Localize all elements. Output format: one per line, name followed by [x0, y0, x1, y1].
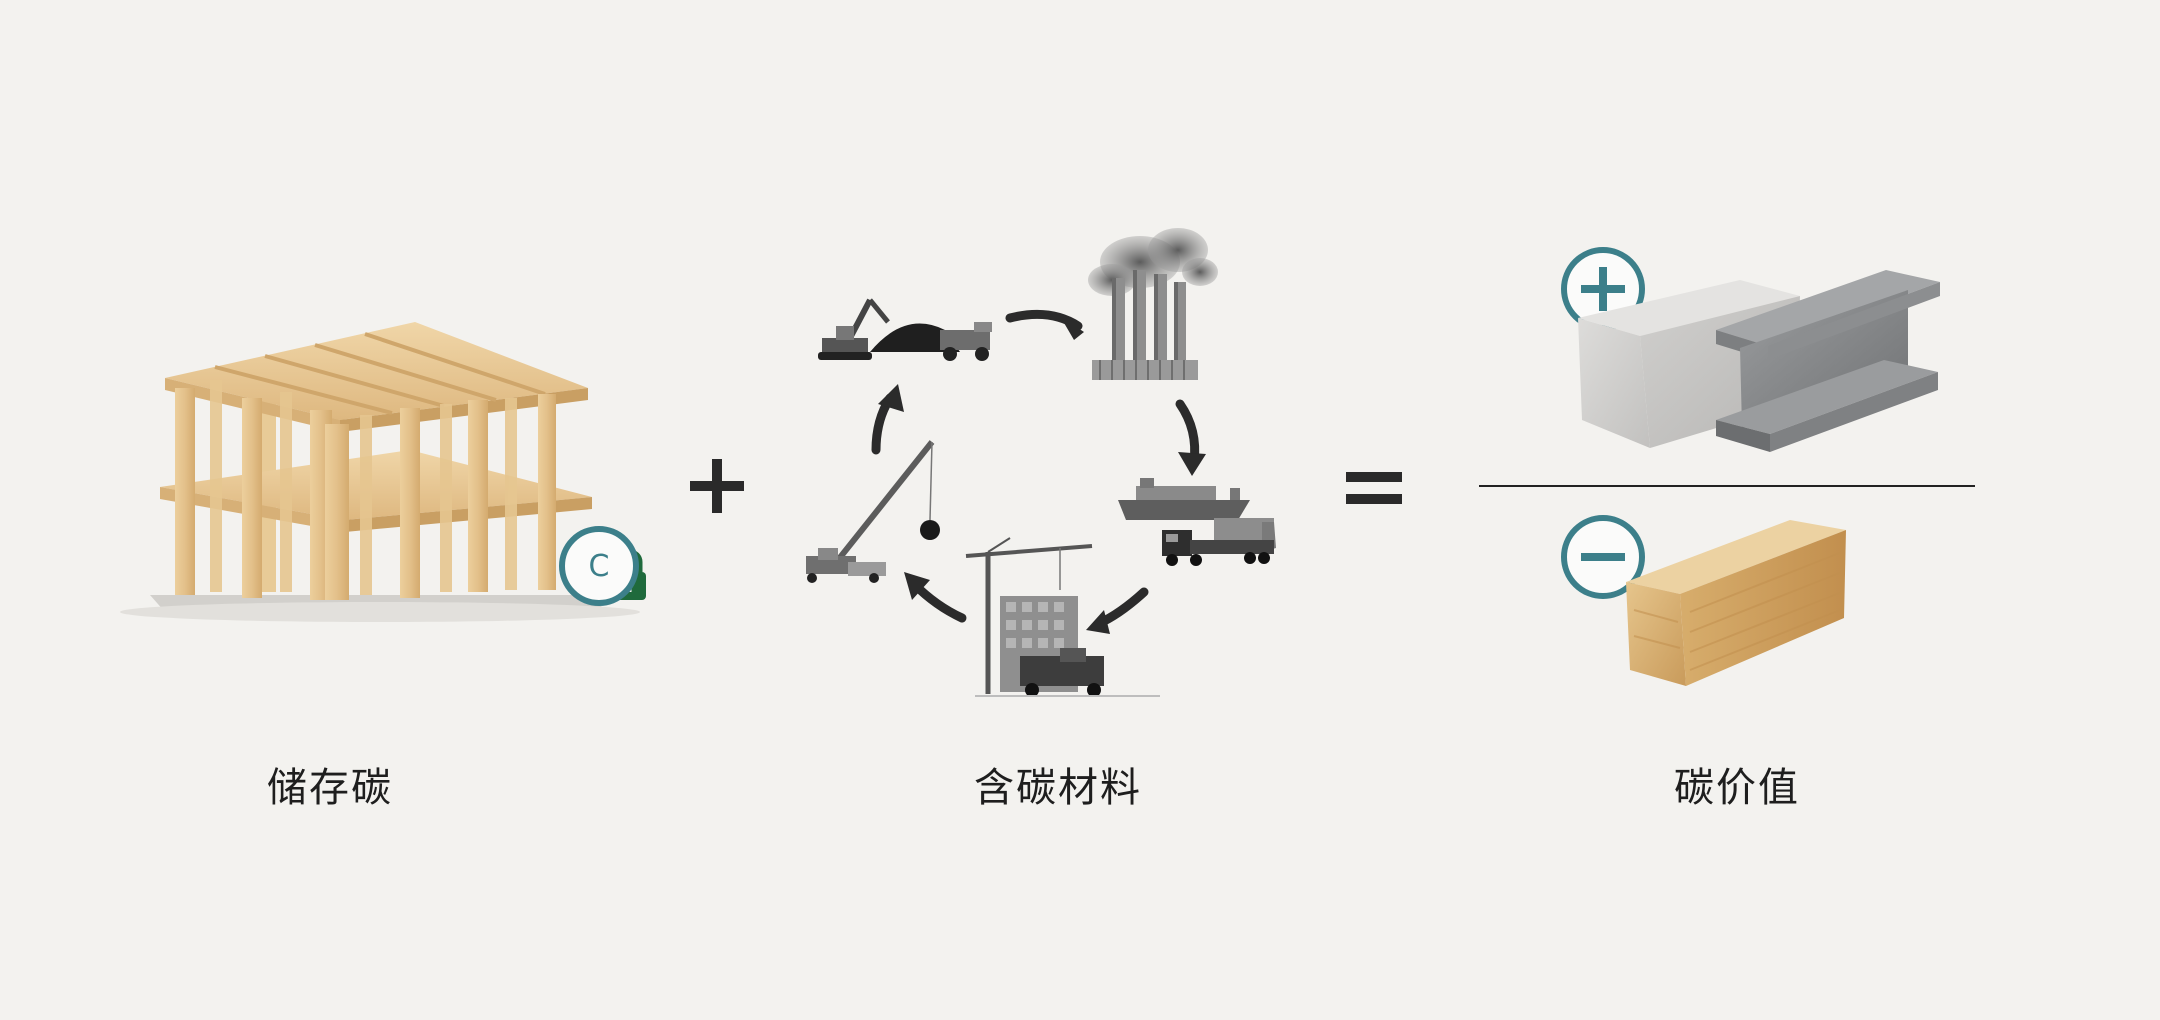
flow-arrowhead: [904, 572, 930, 600]
flow-arrowhead: [878, 384, 904, 412]
flow-arrowhead: [1178, 452, 1206, 476]
carbon-badge-letter: C: [588, 548, 610, 584]
flow-arrow: [1005, 309, 1083, 331]
plus-operator: [690, 459, 744, 513]
label-carbon-value: 碳价值: [1674, 765, 1800, 811]
flow-arrowhead: [1086, 610, 1110, 634]
smokestack-factory-icon: [1088, 228, 1218, 380]
mining-excavator-icon: [818, 298, 992, 361]
cargo-ship-truck-icon: [1118, 478, 1276, 566]
equals-operator: [1346, 472, 1402, 504]
steel-i-beam: [1716, 270, 1940, 452]
carbon-badge: C: [559, 526, 639, 606]
construction-crane-icon: [965, 537, 1160, 697]
wood-block: [1626, 520, 1846, 686]
demolition-crane-icon: [806, 440, 940, 583]
label-embodied-carbon: 含碳材料: [974, 765, 1142, 811]
flow-arrowhead: [1060, 316, 1084, 340]
timber-frame-building: [120, 322, 640, 622]
label-stored-carbon: 储存碳: [267, 765, 393, 811]
minus-circle-icon: [1561, 515, 1645, 599]
